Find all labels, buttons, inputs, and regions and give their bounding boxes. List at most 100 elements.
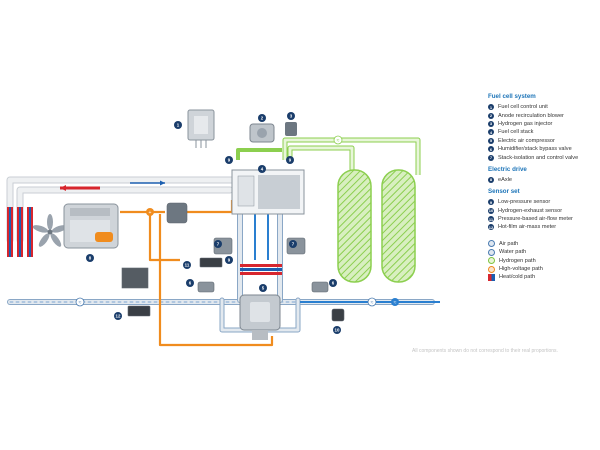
legend-item-label: Fuel cell stack	[498, 129, 534, 136]
fuel-cell-control-unit	[187, 109, 215, 148]
component-badge	[186, 279, 194, 287]
legend-item: 1 Fuel cell control unit	[488, 103, 598, 111]
component-badge	[289, 240, 297, 248]
high-voltage-path-icon: +	[149, 210, 152, 216]
legend-sensor-set-list: 9 Low-pressure sensor 10 Hydrogen-exhaust s…	[488, 198, 598, 232]
legend-item: 4 Fuel cell stack	[488, 128, 598, 136]
water-path-icon	[488, 248, 495, 256]
hydrogen-gas-injector	[285, 122, 297, 136]
component-badge-number: 6	[332, 281, 335, 286]
legend-path-item: Hydrogen path	[488, 256, 598, 265]
legend-item-label: eAxle	[498, 176, 512, 183]
component-badge-number: 1	[177, 123, 180, 128]
legend-electric-drive-list: 8 eAxle	[488, 176, 598, 184]
legend-item-label: Electric air compressor	[498, 137, 555, 144]
radiator	[7, 207, 33, 257]
legend: Fuel cell system 1 Fuel cell control unit…	[488, 93, 598, 282]
legend-item-number: 1	[488, 104, 494, 111]
component-badge	[86, 254, 94, 262]
hydrogen-path-icon	[488, 257, 495, 265]
air-path-icon: ≈	[79, 300, 82, 306]
high-voltage-path-icon	[488, 265, 495, 273]
component-badge-number: 7	[217, 242, 220, 247]
legend-item-number: 3	[488, 120, 494, 127]
component-badge-number: 7	[292, 242, 295, 247]
component-badge	[214, 240, 222, 248]
component-badge-number: 5	[262, 286, 265, 291]
legend-item-label: Low-pressure sensor	[498, 199, 551, 206]
legend-item-label: Anode recirculation blower	[498, 112, 564, 119]
legend-item: 5 Electric air compressor	[488, 137, 598, 145]
legend-heading-electric-drive: Electric drive	[488, 165, 527, 173]
component-badge	[286, 156, 294, 164]
legend-item-number: 8	[488, 176, 494, 183]
hydrogen-tanks	[337, 169, 416, 283]
component-badge	[258, 114, 266, 122]
legend-item-number: 10	[488, 207, 494, 214]
legend-item-label: Humidifier/stack bypass valve	[498, 146, 572, 153]
legend-path-item: Air path	[488, 240, 598, 248]
legend-path-item: Water path	[488, 248, 598, 256]
legend-item-label: Hydrogen gas injector	[498, 120, 553, 127]
legend-item: 9 Low-pressure sensor	[488, 198, 598, 206]
component-badge	[183, 261, 191, 269]
component-badge-number: 9	[289, 158, 292, 163]
air-path-icon	[488, 240, 495, 248]
heat-cold-path-icon	[488, 273, 495, 281]
fuel-cell-stack	[231, 169, 305, 215]
legend-item: 2 Anode recirculation blower	[488, 111, 598, 119]
legend-item-number: 4	[488, 129, 494, 136]
legend-path-label: Hydrogen path	[499, 257, 536, 264]
component-badge-number: 2	[261, 116, 264, 121]
legend-path-label: Air path	[499, 240, 519, 247]
legend-item: 3 Hydrogen gas injector	[488, 120, 598, 128]
legend-heading-fuel-cell-system: Fuel cell system	[488, 93, 536, 100]
component-badge-number: 12	[116, 314, 121, 319]
legend-item: 8 eAxle	[488, 176, 598, 184]
component-badge-number: 6	[189, 281, 192, 286]
legend-item-number: 6	[488, 146, 494, 153]
component-badge-number: 9	[228, 158, 231, 163]
legend-heading-sensor-set: Sensor set	[488, 188, 520, 196]
legend-path-item: High-voltage path	[488, 265, 598, 273]
component-badge-number: 11	[185, 263, 190, 268]
legend-fuel-cell-system-list: 1 Fuel cell control unit 2 Anode recirculat…	[488, 103, 598, 162]
component-badge-number: 8	[89, 256, 92, 261]
component-badge	[225, 256, 233, 264]
legend-item-number: 9	[488, 199, 494, 206]
component-badge	[329, 279, 337, 287]
legend-item-number: 11	[488, 216, 494, 223]
legend-item-label: Pressure-based air-flow meter	[498, 216, 573, 223]
legend-path-label: High-voltage path	[499, 266, 543, 273]
anode-recirculation-blower	[249, 123, 275, 143]
electric-air-compressor	[239, 294, 281, 340]
heat-cold-path	[60, 180, 282, 275]
air-path-icon: ≈	[371, 300, 374, 306]
legend-item-number: 5	[488, 137, 494, 144]
legend-item: 11 Pressure-based air-flow meter	[488, 215, 598, 223]
legend-path-label: Water path	[499, 249, 527, 256]
component-badge	[225, 156, 233, 164]
legend-item: 10 Hydrogen-exhaust sensor	[488, 207, 598, 215]
component-badge	[114, 312, 122, 320]
legend-item-number: 2	[488, 112, 494, 119]
component-badge	[174, 121, 182, 129]
legend-item-label: Fuel cell control unit	[498, 104, 548, 111]
legend-item-number: 7	[488, 154, 494, 161]
component-badge	[287, 112, 295, 120]
hydrogen-path	[236, 137, 421, 175]
legend-item: 6 Humidifier/stack bypass valve	[488, 145, 598, 153]
legend-path-label: Heat/cold path	[499, 274, 536, 281]
component-badge-number: 4	[261, 167, 264, 172]
flow-symbols: ≈ ≈ ≈ ≈ +	[75, 135, 399, 307]
legend-item-label: Hot-film air-mass meter	[498, 224, 557, 231]
hydrogen-path-icon: ≈	[337, 138, 340, 144]
legend-item-label: Hydrogen-exhaust sensor	[498, 207, 563, 214]
proportions-footnote: All components shown do not correspond t…	[412, 348, 558, 354]
component-badge-number: 10	[335, 328, 340, 333]
water-path-icon: ≈	[394, 300, 397, 306]
